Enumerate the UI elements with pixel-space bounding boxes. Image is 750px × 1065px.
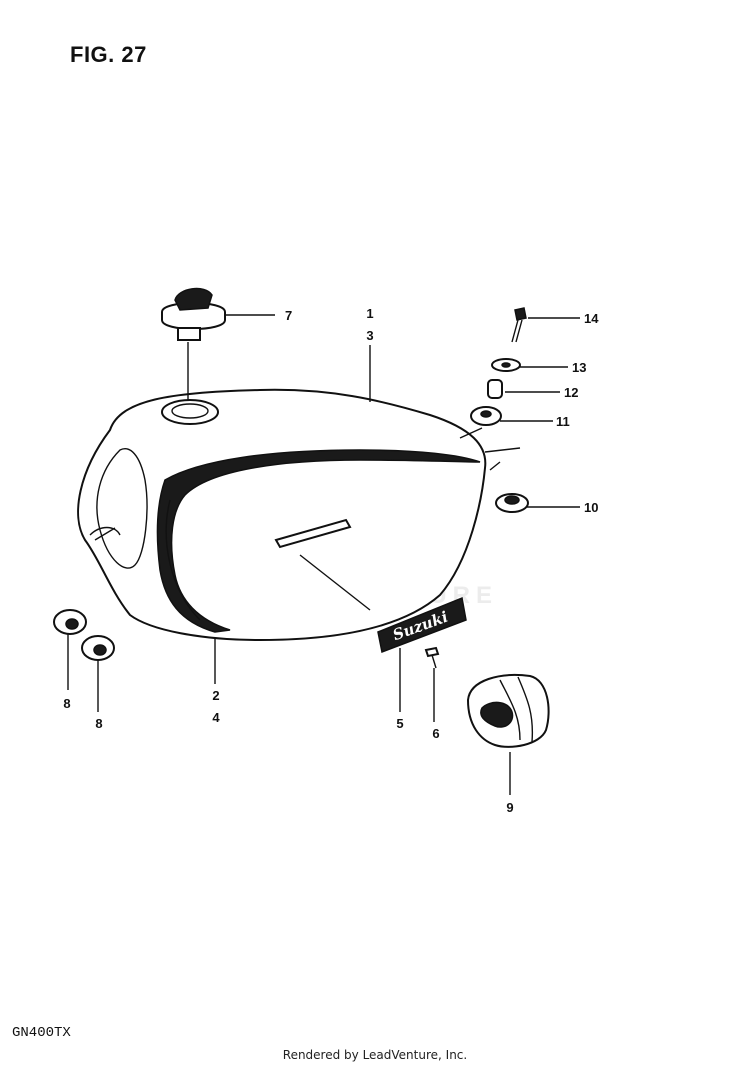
callout-3: 3: [366, 328, 373, 343]
callout-1: 1: [366, 306, 373, 321]
cushion-11[interactable]: [470, 406, 502, 426]
fuel-tank: [77, 388, 487, 642]
spacer-12[interactable]: [487, 379, 503, 399]
callout-14: 14: [584, 311, 599, 326]
washer-13[interactable]: [491, 358, 521, 372]
figure-title: FIG. 27: [70, 42, 147, 67]
grommet-left-lower[interactable]: [81, 635, 115, 661]
callout-8-upper: 8: [63, 696, 70, 711]
callout-12: 12: [564, 385, 578, 400]
callout-10: 10: [584, 500, 598, 515]
render-credit: Rendered by LeadVenture, Inc.: [282, 1048, 468, 1062]
callout-9: 9: [506, 800, 513, 815]
callout-4: 4: [212, 710, 220, 725]
callout-7: 7: [285, 308, 292, 323]
callout-2: 2: [212, 688, 219, 703]
leader-lines: [67, 314, 580, 795]
fuel-cap[interactable]: [161, 287, 226, 341]
callout-8-lower: 8: [95, 716, 102, 731]
cushion-rubber[interactable]: [495, 493, 529, 513]
bolt-14[interactable]: [511, 307, 527, 343]
emblem-screw[interactable]: [424, 646, 440, 669]
tank-rear-cushion[interactable]: [466, 674, 550, 748]
callout-5: 5: [396, 716, 403, 731]
model-code: GN400TX: [12, 1025, 71, 1041]
callout-11: 11: [556, 414, 570, 429]
callout-13: 13: [572, 360, 586, 375]
callout-6: 6: [432, 726, 439, 741]
grommet-left-upper[interactable]: [53, 609, 87, 635]
